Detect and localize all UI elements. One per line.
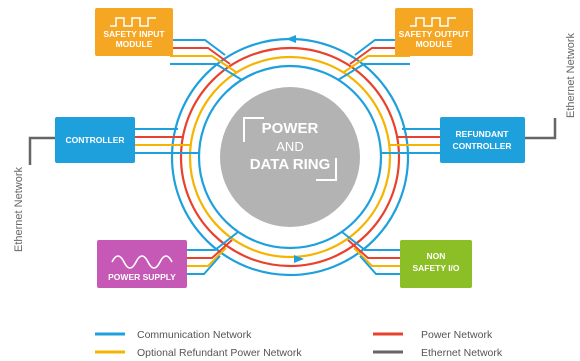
left-ethernet-label: Ethernet Network xyxy=(13,167,25,252)
controller-label: CONTROLLER xyxy=(65,135,124,145)
safety-input-box[interactable] xyxy=(95,8,173,56)
inner-communication-ring xyxy=(197,64,383,250)
left-ethernet-line xyxy=(28,136,55,165)
safety-output-module[interactable]: SAFETY OUTPUT MODULE xyxy=(395,8,473,56)
right-ethernet-line xyxy=(525,118,557,140)
connector-bottom-right xyxy=(341,231,400,275)
center-title-line2: AND xyxy=(276,139,303,154)
power-supply-box[interactable] xyxy=(97,240,187,288)
redundant-controller-label-line1: REFUNDANT xyxy=(456,129,510,139)
non-safety-io-module[interactable]: NON SAFETY I/O xyxy=(400,240,472,288)
power-supply-label: POWER SUPPLY xyxy=(108,272,176,282)
right-ethernet-label: Ethernet Network xyxy=(565,33,577,118)
redundant-controller-module[interactable]: REFUNDANT CONTROLLER xyxy=(440,117,525,163)
safety-output-label-line1: SAFETY OUTPUT xyxy=(399,29,470,39)
ring-arrows xyxy=(286,35,304,263)
non-safety-io-box[interactable] xyxy=(400,240,472,288)
power-ring xyxy=(179,46,401,268)
center-frame-bottom-right xyxy=(316,158,337,181)
safety-input-label-line1: SAFETY INPUT xyxy=(103,29,165,39)
legend-optional-power-label: Optional Refundant Power Network xyxy=(137,347,302,359)
legend-ethernet-label: Ethernet Network xyxy=(421,347,503,359)
non-safety-io-label-line2: SAFETY I/O xyxy=(412,263,459,273)
controller-module[interactable]: CONTROLLER xyxy=(55,117,135,163)
connector-top-left xyxy=(170,39,243,81)
legend-communication-label: Communication Network xyxy=(137,329,252,341)
legend: Communication Network Optional Refundant… xyxy=(95,329,503,359)
top-left-arrow xyxy=(286,35,296,43)
optional-power-ring xyxy=(188,55,392,259)
redundant-controller-box[interactable] xyxy=(440,117,525,163)
safety-input-label-line2: MODULE xyxy=(116,39,153,49)
sine-wave-icon xyxy=(111,255,173,269)
ethernet-lines xyxy=(28,118,557,165)
power-supply-module[interactable]: POWER SUPPLY xyxy=(97,240,187,288)
non-safety-io-label-line1: NON xyxy=(427,251,446,261)
legend-power-label: Power Network xyxy=(421,329,493,341)
square-wave-icon xyxy=(410,17,456,27)
safety-output-label-line2: MODULE xyxy=(416,39,453,49)
controller-box[interactable] xyxy=(55,117,135,163)
safety-output-box[interactable] xyxy=(395,8,473,56)
center-title-line1: POWER xyxy=(262,120,319,137)
center-title-line3: DATA RING xyxy=(250,156,331,173)
square-wave-icon xyxy=(110,17,156,27)
connector-bottom-left xyxy=(185,231,239,275)
center-frame-top-left xyxy=(243,117,264,142)
redundant-controller-label-line2: CONTROLLER xyxy=(452,141,511,151)
safety-input-module[interactable]: SAFETY INPUT MODULE xyxy=(95,8,173,56)
center-circle xyxy=(220,87,360,227)
bottom-arrow xyxy=(294,255,304,263)
